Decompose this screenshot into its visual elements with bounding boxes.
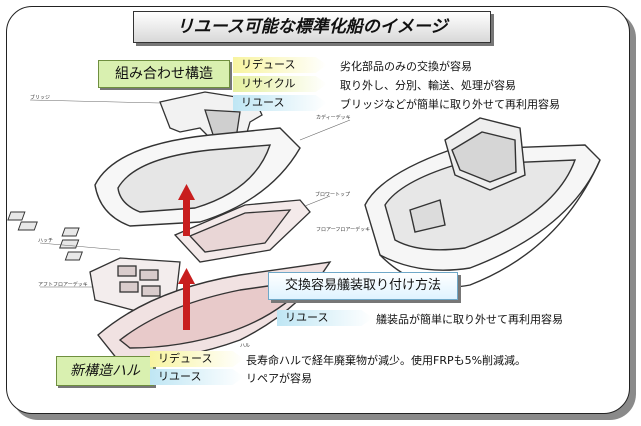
blower-top-part — [173, 195, 331, 263]
part-label-bridge: ブリッジ — [30, 95, 51, 101]
hull-reduce-tag: リデュース — [150, 351, 244, 367]
modular-structure-label: 組み合わせ構造 — [98, 60, 230, 88]
diagram-title: リユース可能な標準化船のイメージ — [133, 11, 491, 43]
part-label-hatch: ハッチ — [38, 238, 54, 244]
cabin-deck-part — [94, 119, 351, 227]
new-hull-structure-label: 新構造ハル — [56, 356, 154, 386]
method-reuse-tag: リユース — [277, 310, 373, 326]
assembled-boat — [364, 117, 601, 288]
modular-recycle-text: 取り外し、分別、輸送、処理が容易 — [340, 79, 516, 92]
modular-reuse-tag: リユース — [233, 95, 327, 111]
part-label-blower: ブロワートップ — [315, 192, 351, 198]
hull-reuse-tag: リユース — [150, 369, 244, 385]
hull-reduce-text: 長寿命ハルで経年廃棄物が減少。使用FRPも5%削減減。 — [246, 354, 527, 367]
method-reuse-text: 艤装品が簡単に取り外せて再利用容易 — [376, 313, 563, 326]
modular-reduce-tag: リデュース — [233, 57, 327, 73]
modular-reuse-text: ブリッジなどが簡単に取り外せて再利用容易 — [340, 98, 560, 111]
modular-reduce-text: 劣化部品のみの交換が容易 — [340, 60, 472, 73]
modular-recycle-tag: リサイクル — [233, 76, 327, 92]
part-label-aft: アフトフロアーデッキ — [38, 282, 88, 288]
easy-fitting-method-label: 交換容易艤装取り付け方法 — [268, 272, 458, 300]
assembly-arrows — [178, 184, 195, 330]
part-label-cabin-deck: カディーデッキ — [316, 115, 351, 121]
hatch-parts — [7, 211, 121, 261]
hull-reuse-text: リペアが容易 — [246, 372, 312, 385]
part-label-hull: ハル — [240, 343, 251, 349]
part-label-floor: フロアーフロアーデッキ — [316, 227, 371, 233]
